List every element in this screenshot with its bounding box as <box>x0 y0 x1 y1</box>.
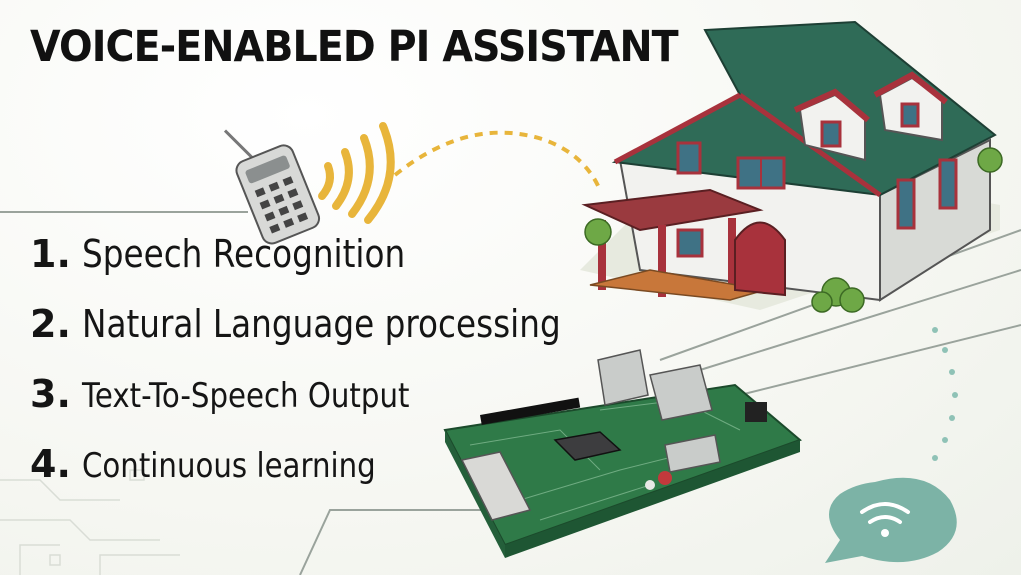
wifi-bubble-icon <box>825 327 958 563</box>
signal-waves-icon <box>318 122 395 224</box>
step-item-continuous-learning: 4. Continuous learning <box>30 442 639 512</box>
step-label: Continuous learning <box>82 446 376 486</box>
step-number: 1. <box>30 232 71 276</box>
step-number: 3. <box>30 372 71 416</box>
feature-steps-list: 1. Speech Recognition 2. Natural Languag… <box>30 232 639 512</box>
step-item-speech-recognition: 1. Speech Recognition <box>30 232 639 302</box>
step-item-text-to-speech-output: 3. Text-To-Speech Output <box>30 372 639 442</box>
step-label: Speech Recognition <box>82 232 406 276</box>
signal-path-dashed <box>393 130 602 191</box>
page-title: VOICE-ENABLED PI ASSISTANT <box>30 22 679 72</box>
step-label: Text-To-Speech Output <box>82 376 410 416</box>
step-number: 4. <box>30 442 71 486</box>
step-label: Natural Language processing <box>82 302 561 346</box>
step-number: 2. <box>30 302 71 346</box>
house-icon <box>580 20 1003 313</box>
circuit-board-icon <box>443 349 802 558</box>
circuit-traces-decoration <box>0 469 180 575</box>
remote-control-icon <box>223 129 321 245</box>
step-item-natural-language-processing: 2. Natural Language processing <box>30 302 639 372</box>
